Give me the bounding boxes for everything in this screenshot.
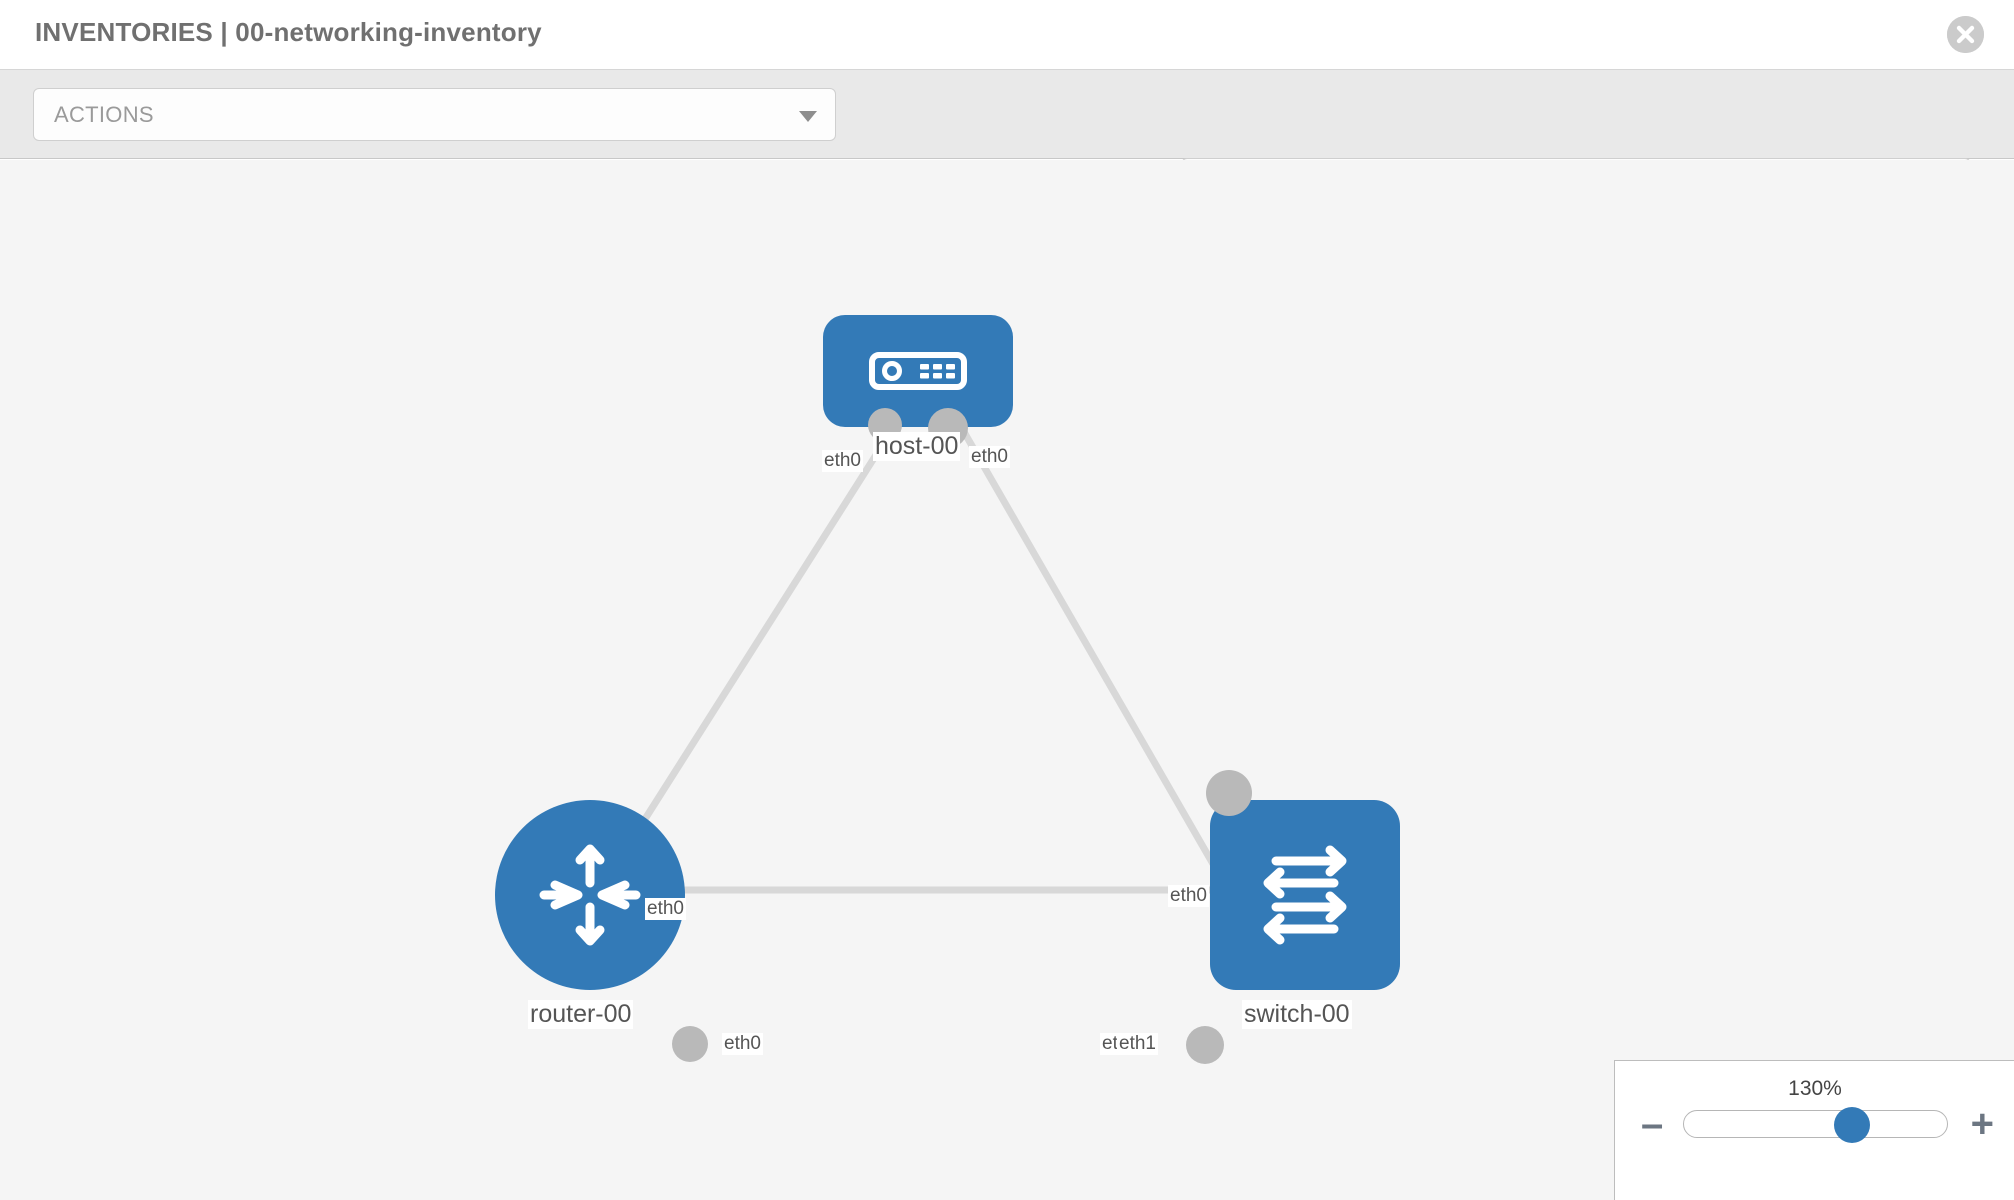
node-label-host-00: host-00 [873, 432, 961, 461]
node-switch-00[interactable] [1210, 800, 1400, 990]
link-label-host-right-eth0: eth0 [969, 446, 1010, 468]
page-header: INVENTORIES | 00-networking-inventory [0, 0, 2014, 70]
toolbar: ACTIONS SEARC [0, 70, 2014, 211]
link-label-switch-left-eth1: eth1 [1117, 1033, 1158, 1055]
interface-dot-switch-top[interactable] [1206, 770, 1252, 816]
actions-dropdown-label: ACTIONS [54, 102, 154, 127]
switch-arrows-icon [1263, 845, 1347, 945]
switch-icon-shape [1210, 800, 1400, 990]
node-host-00[interactable] [823, 315, 1013, 427]
link-host-switch [956, 423, 1232, 892]
zoom-control-panel: 130% – + [1614, 1060, 2014, 1200]
chevron-down-icon [799, 111, 817, 122]
topology-canvas[interactable]: host-00 eth0 eth0 router-00 eth0 eth0 [0, 160, 2014, 1200]
zoom-level-value: 130% [1788, 1077, 1842, 1100]
node-router-00[interactable] [495, 800, 685, 990]
zoom-in-button[interactable]: + [1970, 1102, 1994, 1146]
link-label-host-left-eth0: eth0 [822, 450, 863, 472]
router-arrows-icon [539, 844, 641, 946]
interface-dot-switch-left[interactable] [1186, 1026, 1224, 1064]
link-label-router-up-eth0: eth0 [645, 898, 686, 920]
link-label-switch-up-eth0: eth0 [1168, 885, 1209, 907]
page-title: INVENTORIES | 00-networking-inventory [35, 17, 542, 47]
close-icon[interactable] [1947, 16, 1984, 53]
node-label-router-00: router-00 [528, 1000, 634, 1029]
host-icon-shape [823, 315, 1013, 427]
actions-dropdown[interactable]: ACTIONS [33, 88, 836, 141]
zoom-slider[interactable] [1683, 1107, 1948, 1143]
link-label-router-right-eth0: eth0 [722, 1033, 763, 1055]
zoom-slider-thumb[interactable] [1834, 1107, 1870, 1143]
zoom-out-button[interactable]: – [1641, 1102, 1664, 1146]
topology-links [597, 423, 1232, 894]
router-icon-shape [495, 800, 685, 990]
node-label-switch-00: switch-00 [1242, 1000, 1352, 1029]
server-icon [869, 352, 967, 390]
link-host-router [597, 423, 898, 892]
interface-dot-router-right[interactable] [672, 1026, 708, 1062]
